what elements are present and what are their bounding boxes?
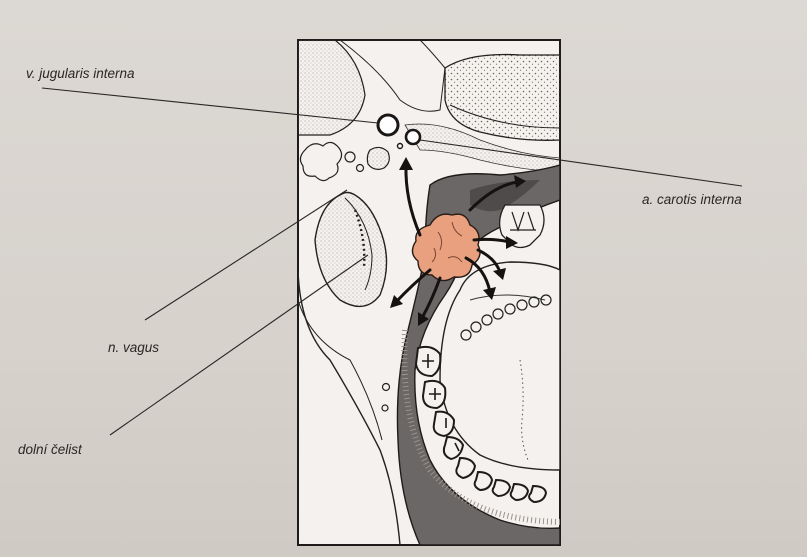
carotid-artery-vessel bbox=[406, 130, 420, 144]
jugular-vein-vessel bbox=[378, 115, 398, 135]
label-jugular-vein: v. jugularis interna bbox=[26, 66, 135, 81]
label-mandible: dolní čelist bbox=[18, 442, 82, 457]
label-vagus-nerve: n. vagus bbox=[108, 340, 159, 355]
label-carotid-artery: a. carotis interna bbox=[642, 192, 742, 207]
